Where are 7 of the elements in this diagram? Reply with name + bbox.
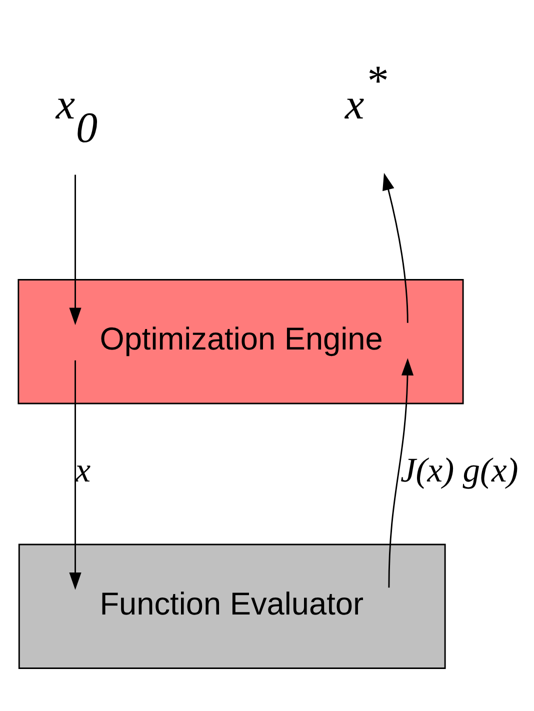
- arrow: [69, 360, 82, 590]
- edge-label: J(x) g(x): [400, 450, 518, 489]
- node-box: Function Evaluator: [18, 543, 446, 668]
- arrow: [388, 358, 414, 588]
- arrow: [382, 172, 408, 322]
- arrow: [69, 174, 82, 325]
- node-box: Optimization Engine: [18, 278, 464, 404]
